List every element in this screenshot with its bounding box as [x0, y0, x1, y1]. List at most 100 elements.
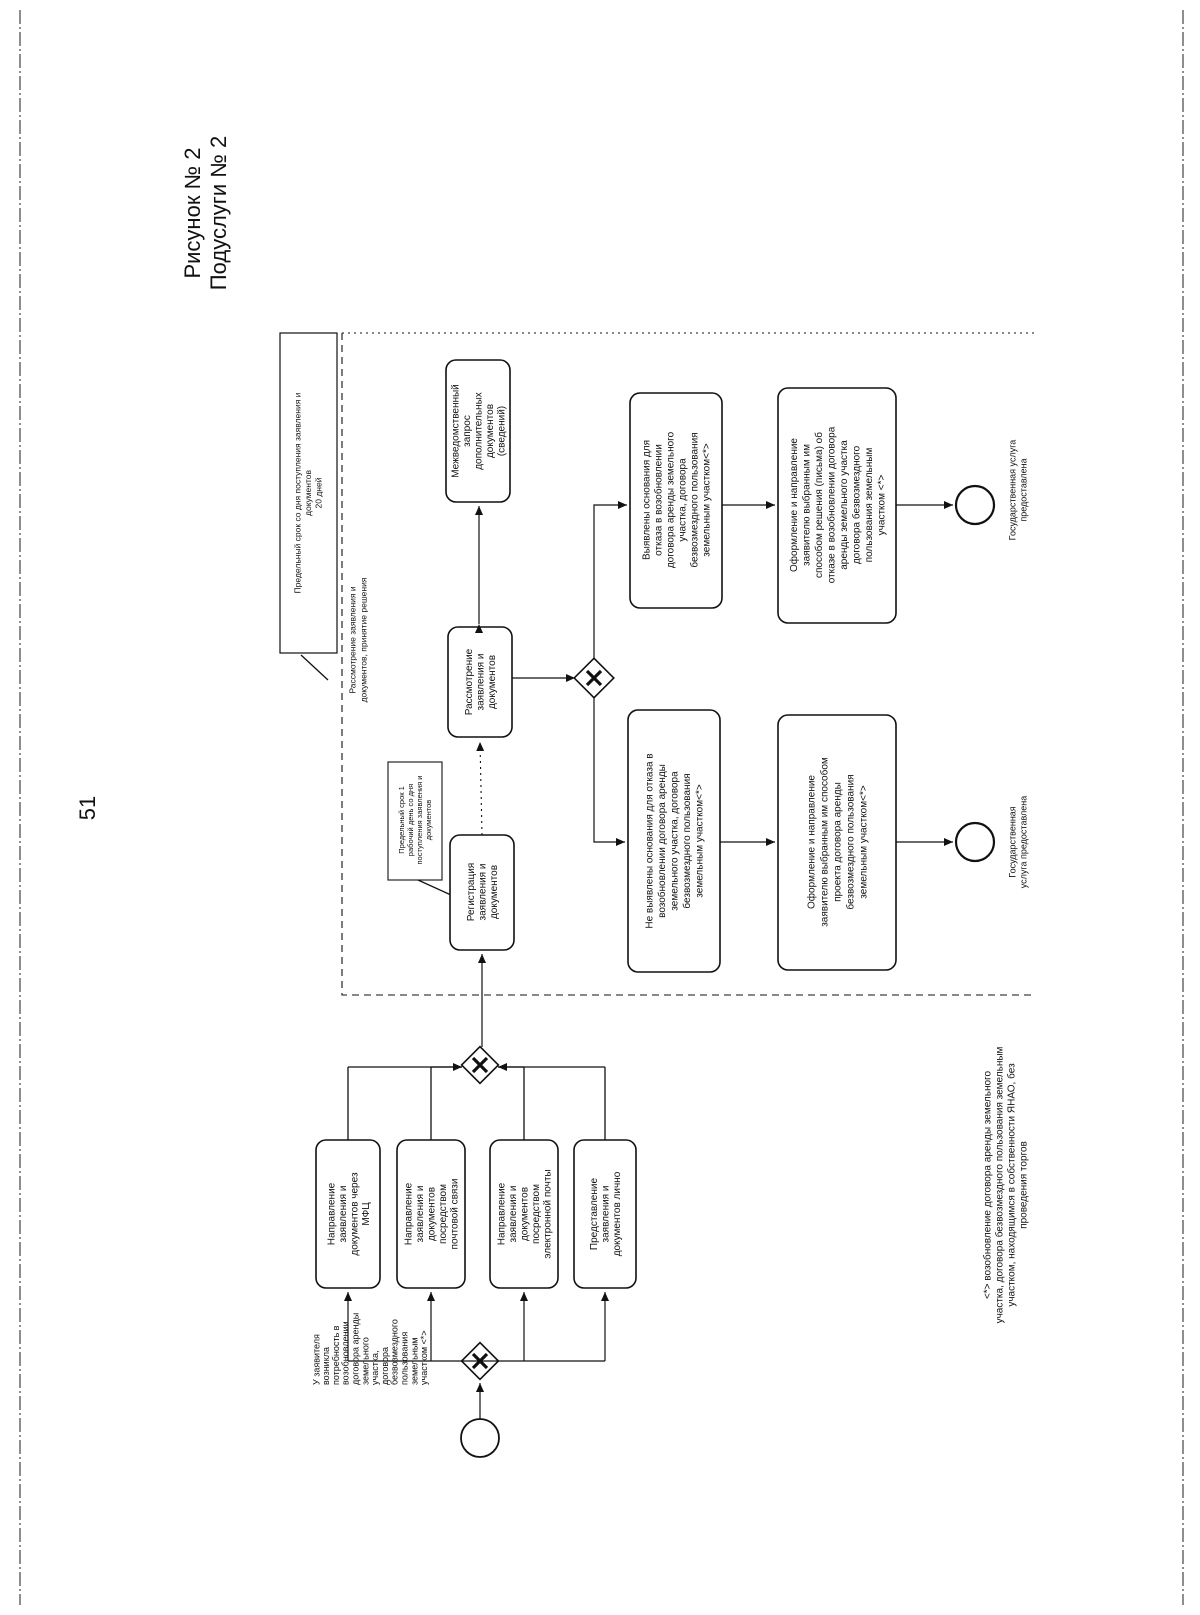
- deadline-20-days-box: [279, 332, 338, 654]
- label-line: заявления и: [478, 864, 489, 921]
- label-line: проведения торгов: [1019, 1141, 1030, 1229]
- label-line: отказа в возобновлении: [653, 444, 665, 556]
- figure-subtitle: Подуслуги № 2: [206, 136, 231, 290]
- label-line: проекта договора аренды: [833, 782, 844, 902]
- label-line: Межведомственный: [451, 384, 462, 478]
- label-line: участком <*>: [876, 475, 887, 536]
- label-line: Государственная услуга: [1008, 440, 1018, 541]
- registration-text: Регистрациязаявления идокументов: [466, 863, 500, 921]
- label-line: документов через: [349, 1172, 360, 1256]
- label-line: заявления и: [338, 1186, 349, 1243]
- figure-title: Рисунок № 2: [180, 147, 205, 278]
- label-line: пользования: [399, 1332, 409, 1385]
- label-line: заявления и: [476, 654, 487, 711]
- label-line: участком <*>: [419, 1330, 429, 1385]
- label-line: документов: [489, 865, 500, 919]
- svg-text:Рассмотрениезаявления идокумен: Рассмотрениезаявления идокументов: [464, 648, 498, 715]
- submit-via-mfc-text: Направлениезаявления идокументов черезМФ…: [326, 1172, 372, 1256]
- label-line: земельным участком<*>: [859, 785, 870, 899]
- label-line: поступления заявления и: [415, 775, 424, 864]
- svg-text:Предельный срок со дня поступл: Предельный срок со дня поступления заявл…: [292, 392, 323, 593]
- label-line: аренды земельного участка: [839, 440, 850, 570]
- label-line: дополнительных: [474, 392, 485, 470]
- svg-text:Предельный срок 1рабочий день: Предельный срок 1рабочий день со дняпост…: [397, 775, 433, 864]
- submit-via-email-text: Направлениезаявления идокументовпосредст…: [497, 1169, 554, 1258]
- label-line: земельного участка, договора: [670, 771, 681, 911]
- label-line: Рассмотрение заявления и: [347, 586, 357, 694]
- end-event-granted-circle: [954, 821, 996, 863]
- submit-via-post-text: Направлениезаявления идокументовпосредст…: [404, 1179, 461, 1250]
- label-line: документов: [487, 655, 498, 709]
- label-line: документов: [424, 800, 433, 841]
- label-line: договора аренды: [350, 1313, 360, 1385]
- svg-text:Государственная услугапредоста: Государственная услугапредоставлена: [1008, 440, 1029, 541]
- label-line: предоставлена: [1019, 458, 1029, 521]
- interagency-request-box: [445, 359, 511, 503]
- svg-text:Не выявлены основания для отка: Не выявлены основания для отказа ввозобн…: [645, 753, 706, 928]
- svg-text:Государственнаяуслуга предоста: Государственнаяуслуга предоставлена: [1008, 796, 1029, 889]
- svg-text:Представлениезаявления идокуме: Представлениезаявления идокументов лично: [589, 1171, 623, 1256]
- svg-text:Рассмотрение заявления идокуме: Рассмотрение заявления идокументов, прин…: [347, 577, 368, 702]
- deadline-1-day-box: [387, 761, 443, 881]
- label-line: отказе в возобновлении договора: [825, 426, 837, 583]
- svg-text:Направлениезаявления идокумент: Направлениезаявления идокументовпосредст…: [404, 1179, 461, 1250]
- label-line: заявления и: [508, 1186, 519, 1243]
- flow-connectors: [344, 501, 953, 1419]
- end-event-granted-label: Государственнаяуслуга предоставлена: [1008, 796, 1029, 889]
- refusal-grounds-text: Выявлены основания дляотказа в возобновл…: [642, 431, 713, 568]
- label-line: Выявлены основания для: [642, 440, 653, 560]
- label-line: возобновлении договора аренды: [656, 764, 668, 918]
- label-line: заявления и: [601, 1186, 612, 1243]
- label-line: договора: [380, 1347, 390, 1385]
- svg-text:Направлениезаявления идокумент: Направлениезаявления идокументов черезМФ…: [326, 1172, 372, 1256]
- label-line: возникла: [321, 1347, 331, 1385]
- label-line: электронной почты: [543, 1169, 554, 1258]
- start-event-circle: [460, 1418, 500, 1458]
- label-line: заявителю выбранным им способом: [819, 757, 831, 927]
- end-event-refused-circle: [954, 484, 996, 526]
- label-line: пользования земельным: [864, 448, 875, 563]
- label-line: документов лично: [612, 1171, 623, 1256]
- label-line: Направление: [497, 1182, 508, 1245]
- review-text: Рассмотрениезаявления идокументов: [464, 648, 498, 715]
- label-line: У заявителя: [311, 1334, 321, 1385]
- label-line: потребность в: [331, 1325, 341, 1385]
- footnote: <*> возобновление договора аренды земель…: [982, 1046, 1030, 1323]
- label-line: договора аренды земельного: [666, 431, 677, 568]
- refusal-grounds-box: [629, 392, 723, 609]
- label-line: документов: [520, 1187, 531, 1241]
- label-line: запрос: [462, 415, 473, 447]
- label-line: <*> возобновление договора аренды земель…: [982, 1071, 994, 1300]
- label-line: документов: [485, 404, 496, 458]
- deadline-20-days-text: Предельный срок со дня поступления заявл…: [292, 392, 323, 593]
- review-stage-boundary: [341, 333, 1035, 996]
- label-line: возобновлении: [341, 1321, 351, 1385]
- deadline-20-days-pointer: [300, 654, 329, 681]
- deadline-1-day-text: Предельный срок 1рабочий день со дняпост…: [397, 775, 433, 864]
- label-line: договора безвозмездного: [850, 445, 862, 564]
- label-line: безвозмездного пользования: [845, 774, 857, 909]
- label-line: 20 дней: [313, 477, 323, 508]
- label-line: безвозмездного: [390, 1319, 400, 1385]
- label-line: участком, находящимся в собственности ЯН…: [1006, 1063, 1018, 1307]
- label-line: Государственная: [1008, 806, 1018, 877]
- page-number: 51: [75, 796, 100, 820]
- label-line: земельным участком<*>: [702, 443, 713, 557]
- label-line: безвозмездного пользования: [689, 432, 701, 567]
- interagency-request-text: Межведомственныйзапросдополнительныхдоку…: [451, 384, 508, 478]
- label-line: Оформление и направление: [788, 438, 800, 572]
- gateway-merge-icon: [460, 1045, 500, 1085]
- label-line: посредством: [531, 1184, 542, 1244]
- review-stage-label: Рассмотрение заявления идокументов, прин…: [347, 577, 368, 702]
- svg-text:Направлениезаявления идокумент: Направлениезаявления идокументовпосредст…: [497, 1169, 554, 1258]
- no-refusal-grounds-box: [627, 709, 721, 973]
- label-line: Направление: [404, 1182, 415, 1245]
- label-line: участка, договора: [678, 458, 689, 542]
- svg-text:Регистрациязаявления идокумент: Регистрациязаявления идокументов: [466, 863, 500, 921]
- label-line: Предельный срок со дня поступления заявл…: [292, 392, 302, 593]
